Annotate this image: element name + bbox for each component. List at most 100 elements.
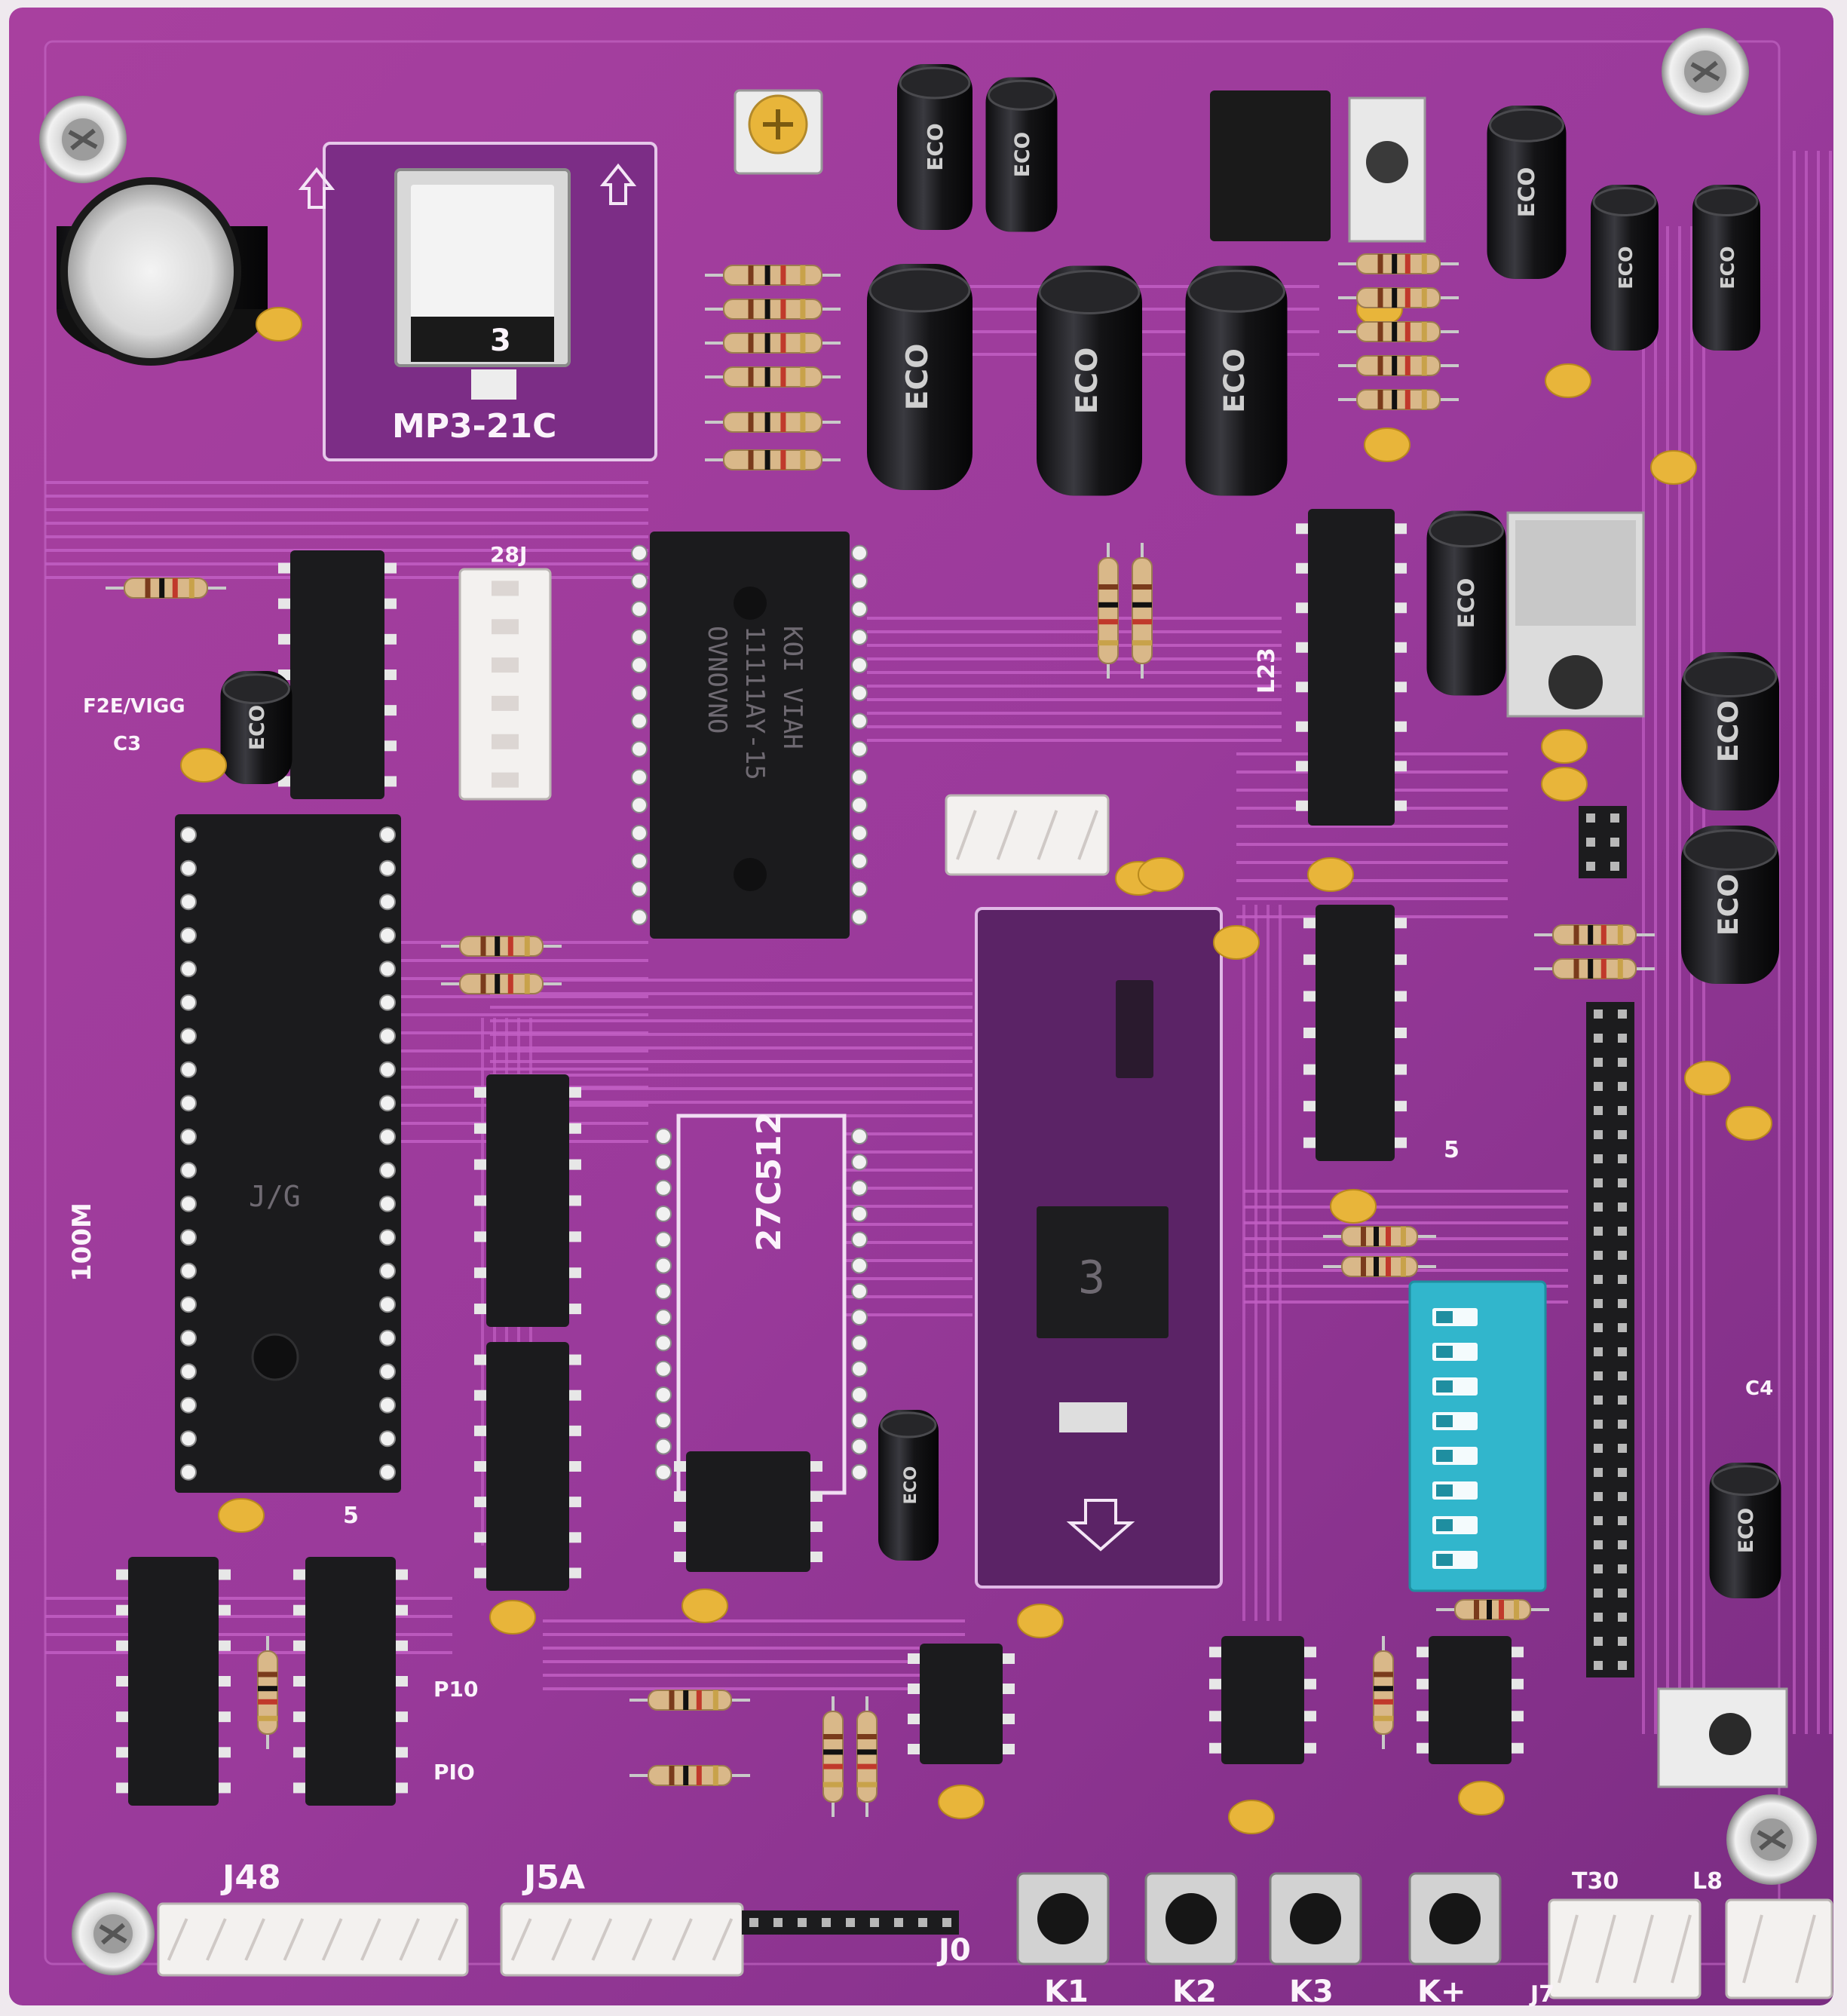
label-k2: K2	[1172, 1975, 1217, 2009]
label-5a: 5	[343, 1503, 359, 1529]
ceramic-capacitor	[256, 307, 302, 342]
svg-text:ECO: ECO	[1717, 246, 1738, 289]
ceramic-capacitor	[489, 1600, 536, 1635]
electrolytic-capacitor: ECO	[1681, 826, 1779, 984]
white-connector	[1548, 1898, 1702, 1999]
svg-text:ECO: ECO	[1712, 874, 1744, 936]
tactile-button	[1144, 1872, 1238, 1965]
tactile-button	[1408, 1872, 1502, 1965]
electrolytic-capacitor: ECO	[897, 64, 973, 230]
resistor	[705, 412, 841, 433]
voltage-regulator	[1506, 511, 1645, 718]
resistor	[1132, 543, 1153, 679]
ceramic-capacitor	[1330, 1189, 1377, 1224]
svg-text:11111AY-15: 11111AY-15	[740, 626, 770, 780]
white-connector	[157, 1902, 469, 1977]
dip-chip	[486, 1342, 569, 1591]
resistor	[629, 1765, 750, 1786]
ceramic-capacitor	[1017, 1604, 1064, 1638]
label-p10b: PIO	[433, 1760, 475, 1785]
pin-header	[1586, 1002, 1634, 1677]
electrolytic-capacitor: ECO	[1692, 185, 1760, 351]
resistor	[1338, 287, 1459, 308]
label-j7: J7	[1529, 1981, 1554, 2008]
dip-chip	[1316, 905, 1395, 1161]
tactile-button	[1269, 1872, 1362, 1965]
resistor	[441, 936, 562, 957]
ceramic-capacitor	[938, 1785, 985, 1819]
tactile-button	[1016, 1872, 1110, 1965]
silkscreen-labels: J48 J5A J0 J7 T30 L8 K1 K2 K3 K+ C3 C4 1…	[67, 542, 1773, 2009]
resistor	[856, 1696, 878, 1817]
mcu-dip40: J/G	[175, 814, 401, 1493]
electrolytic-capacitor: ECO	[1591, 185, 1659, 351]
resistor	[1338, 389, 1459, 410]
screw-icon	[1726, 1794, 1817, 1885]
label-c4: C4	[1745, 1377, 1773, 1400]
resistor	[1338, 321, 1459, 342]
label-f12: F2E/VIGG	[83, 695, 185, 718]
ceramic-capacitor	[1307, 857, 1354, 892]
potentiometer	[734, 89, 823, 175]
svg-text:ECO: ECO	[1453, 578, 1479, 629]
screw-icon	[1662, 28, 1749, 115]
arrow-up-icon	[599, 163, 637, 205]
label-c3: C3	[113, 733, 141, 755]
resistor	[705, 299, 841, 320]
resistor	[705, 332, 841, 354]
dip-chip	[1221, 1636, 1304, 1764]
ceramic-capacitor	[1213, 925, 1260, 960]
electrolytic-capacitor: ECO	[220, 671, 293, 784]
svg-text:ECO: ECO	[901, 1466, 920, 1505]
resistor	[1436, 1599, 1549, 1620]
electrolytic-capacitor: ECO	[867, 264, 973, 490]
dip-switch	[1408, 1280, 1547, 1592]
resistor	[106, 578, 226, 599]
electrolytic-capacitor: ECO	[878, 1410, 939, 1561]
resistor	[257, 1636, 278, 1749]
resistor	[822, 1696, 844, 1817]
voltage-regulator	[1657, 1687, 1788, 1788]
ceramic-capacitor	[1545, 363, 1591, 398]
white-connector	[500, 1902, 744, 1977]
white-connector	[1725, 1898, 1833, 1999]
pin-header	[1579, 806, 1627, 878]
resistor	[705, 449, 841, 470]
eprom-socket: 27C512	[655, 1112, 868, 1495]
dip-chip	[486, 1074, 569, 1327]
label-k3: K3	[1289, 1975, 1334, 2009]
resistor	[1534, 958, 1655, 979]
electrolytic-capacitor: ECO	[985, 77, 1058, 232]
resistor	[1323, 1226, 1436, 1247]
ceramic-capacitor	[180, 748, 227, 783]
svg-text:ECO: ECO	[901, 344, 935, 411]
label-5b: 5	[1444, 1137, 1460, 1163]
label-28j: 28J	[490, 542, 527, 567]
svg-text:ECO: ECO	[1011, 132, 1034, 177]
svg-text:ECO: ECO	[1514, 167, 1539, 218]
label-t30: T30	[1572, 1868, 1619, 1895]
dip-chip	[305, 1557, 396, 1806]
svg-text:3: 3	[1078, 1252, 1105, 1304]
svg-text:ECO: ECO	[1071, 348, 1104, 415]
svg-text:ECO: ECO	[1735, 1508, 1758, 1553]
ceramic-capacitor	[1228, 1800, 1275, 1834]
svg-text:ECO: ECO	[246, 705, 269, 750]
svg-text:KOI VIAH: KOI VIAH	[777, 626, 807, 749]
electrolytic-capacitor-large	[57, 177, 268, 366]
label-j0: J0	[936, 1933, 971, 1968]
white-connector	[945, 794, 1110, 876]
electrolytic-capacitor: ECO	[1681, 652, 1779, 810]
dip-chip	[920, 1644, 1003, 1764]
ceramic-capacitor	[1458, 1781, 1505, 1815]
resistor	[629, 1690, 750, 1711]
screw-icon	[72, 1892, 155, 1975]
ceramic-capacitor	[682, 1589, 728, 1623]
ceramic-capacitor	[1138, 857, 1184, 892]
eprom-label: 27C512	[750, 1112, 789, 1252]
ceramic-capacitor	[1541, 767, 1588, 801]
electrolytic-capacitor: ECO	[1426, 510, 1506, 696]
svg-text:ECO: ECO	[923, 123, 948, 170]
